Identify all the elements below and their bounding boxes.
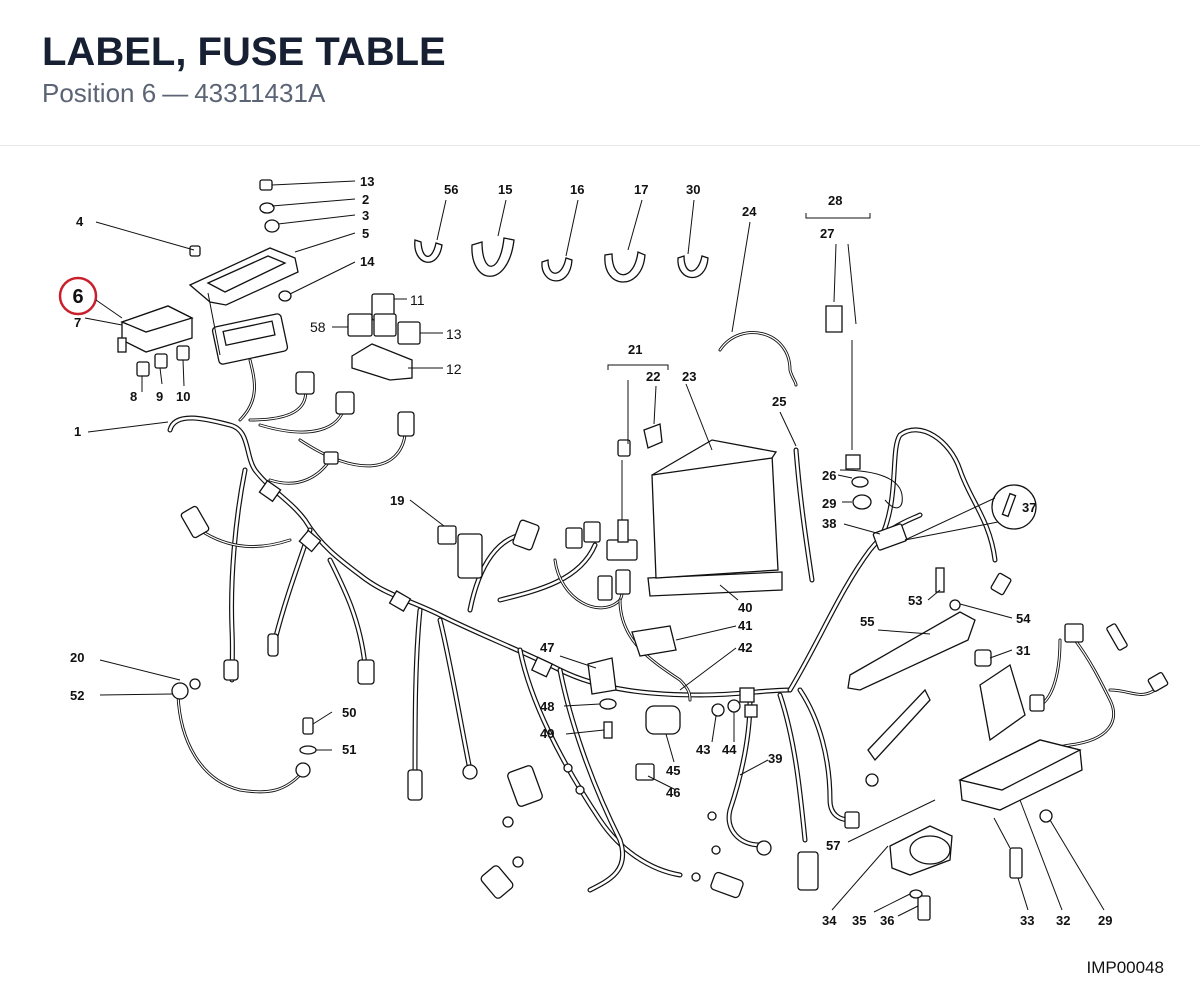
callout-14: 13: [360, 174, 374, 189]
callout-22: 22: [646, 369, 660, 384]
callout-52: 52: [70, 688, 84, 703]
page-title: LABEL, FUSE TABLE: [42, 30, 446, 74]
callout-29-lower: 29: [1098, 913, 1112, 928]
callout-54: 54: [1016, 611, 1031, 626]
callout-39: 39: [768, 751, 782, 766]
callout-16: 15: [498, 182, 512, 197]
callout-7: 7: [74, 315, 81, 330]
callout-56: 56: [444, 182, 458, 197]
callout-2: 2: [362, 192, 369, 207]
part-number: 43311431A: [194, 78, 326, 108]
wiring-harness: [167, 358, 1157, 893]
relay-group: [347, 293, 421, 381]
callout-50: 50: [342, 705, 356, 720]
callout-47: 47: [540, 640, 554, 655]
header: LABEL, FUSE TABLE Position 6—43311431A: [0, 0, 1200, 146]
callout-3: 3: [362, 208, 369, 223]
harness-connectors: [180, 371, 1169, 899]
callout-40: 40: [738, 600, 752, 615]
callout-42: 42: [738, 640, 752, 655]
regulator-group: [171, 484, 1083, 921]
reference-code: IMP00048: [1086, 958, 1165, 977]
cable-clamps: [414, 237, 709, 283]
battery-group: [606, 305, 908, 597]
callout-12: 12: [446, 361, 462, 377]
callout-20: 20: [70, 650, 84, 665]
callout-6: 6: [72, 286, 83, 308]
callout-15: 14: [360, 254, 375, 269]
callout-5: 5: [362, 226, 369, 241]
callout-28: 28: [828, 193, 842, 208]
callout-25: 25: [772, 394, 786, 409]
callout-51: 51: [342, 742, 356, 757]
callout-34: 34: [822, 913, 837, 928]
callout-32: 32: [1056, 913, 1070, 928]
callout-53: 53: [908, 593, 922, 608]
callout-41: 41: [738, 618, 752, 633]
callout-57: 57: [826, 838, 840, 853]
page-subtitle: Position 6—43311431A: [42, 78, 325, 109]
callout-21: 21: [628, 342, 642, 357]
callout-33: 33: [1020, 913, 1034, 928]
callout-30: 30: [686, 182, 700, 197]
callout-27: 27: [820, 226, 834, 241]
leader-lines: [84, 180, 1105, 917]
exploded-parts-diagram: 13 2 3 5 4 14 7 8 9 10 1 11 58 13 12 56 …: [58, 174, 1169, 928]
callout-4: 4: [76, 214, 84, 229]
callout-35: 35: [852, 913, 866, 928]
callout-45: 45: [666, 763, 680, 778]
callout-44: 44: [722, 742, 737, 757]
callout-49: 49: [540, 726, 554, 741]
callout-9: 9: [156, 389, 163, 404]
callout-19: 19: [390, 493, 404, 508]
callout-48: 48: [540, 699, 554, 714]
fuse-box-group: [117, 179, 299, 377]
callout-38: 38: [822, 516, 836, 531]
callout-26: 26: [822, 468, 836, 483]
callout-13: 13: [446, 326, 462, 342]
callout-36: 36: [880, 913, 894, 928]
highlighted-callout[interactable]: 6: [58, 276, 123, 319]
callout-1: 1: [74, 424, 81, 439]
callout-43: 43: [696, 742, 710, 757]
callout-58: 58: [310, 319, 326, 335]
callout-23: 23: [682, 369, 696, 384]
callout-17: 16: [570, 182, 584, 197]
callout-55: 55: [860, 614, 874, 629]
callout-24: 24: [742, 204, 757, 219]
subtitle-separator: —: [162, 78, 189, 108]
callout-37: 37: [1022, 500, 1036, 515]
callout-46: 46: [666, 785, 680, 800]
callout-6-leader: [95, 299, 123, 319]
callout-29-upper: 29: [822, 496, 836, 511]
callout-18: 17: [634, 182, 648, 197]
callout-11: 11: [410, 292, 425, 308]
highlight-ring: [58, 276, 98, 316]
callout-10: 10: [176, 389, 190, 404]
callout-labels: 13 2 3 5 4 14 7 8 9 10 1 11 58 13 12 56 …: [70, 174, 1112, 928]
callout-8: 8: [130, 389, 137, 404]
position-label: Position 6: [42, 78, 157, 108]
callout-31: 31: [1016, 643, 1030, 658]
